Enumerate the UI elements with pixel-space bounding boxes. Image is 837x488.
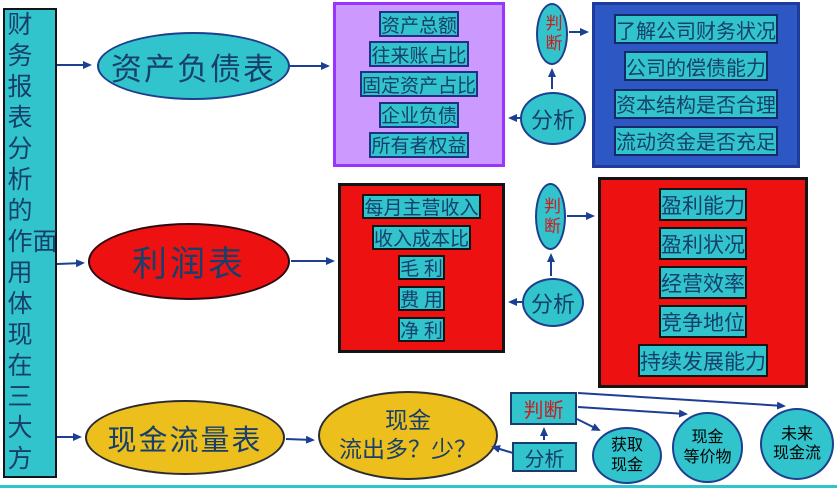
cashflow-question-line1: 现金 xyxy=(385,407,431,433)
balance-items-group: 资产总额 往来账占比 固定资产占比 企业负债 所有者权益 xyxy=(333,2,505,167)
main-topic-label: 财务报表分析的作用体现在三大方面 xyxy=(4,10,56,476)
balance-outcome: 资本结构是否合理 xyxy=(614,88,778,119)
income-outcomes-group: 盈利能力 盈利状况 经营效率 竞争地位 持续发展能力 xyxy=(598,177,808,388)
income-item: 费 用 xyxy=(398,286,445,312)
cashflow-outcome-line1: 未来 xyxy=(780,425,813,443)
balance-outcome: 公司的偿债能力 xyxy=(624,51,768,82)
balance-outcomes-group: 了解公司财务状况 公司的偿债能力 资本结构是否合理 流动资金是否充足 xyxy=(592,2,800,168)
balance-analyze-label: 分析 xyxy=(530,107,575,133)
income-outcome: 持续发展能力 xyxy=(638,344,768,377)
balance-analyze-ellipse: 分析 xyxy=(520,92,586,145)
balance-item: 固定资产占比 xyxy=(359,71,478,98)
main-topic-panel: 财务报表分析的作用体现在三大方面 xyxy=(3,8,57,478)
cashflow-outcome-line2: 现金 xyxy=(610,456,643,474)
cashflow-outcome-line2: 现金流 xyxy=(772,445,821,462)
cashflow-statement-ellipse: 现金流量表 xyxy=(85,400,285,475)
income-outcome: 盈利能力 xyxy=(659,188,747,221)
income-items-group: 每月主营收入 收入成本比 毛 利 费 用 净 利 xyxy=(338,183,505,353)
income-statement-ellipse: 利润表 xyxy=(88,223,290,300)
cashflow-outcome-line1: 获取 xyxy=(610,437,643,455)
income-outcome: 竞争地位 xyxy=(659,305,747,338)
balance-judge-label: 判断 xyxy=(542,14,562,54)
income-analyze-ellipse: 分析 xyxy=(522,278,584,327)
cashflow-statement-label: 现金流量表 xyxy=(107,424,263,457)
cashflow-question-line2: 流出多？少？ xyxy=(339,436,477,462)
income-analyze-label: 分析 xyxy=(530,291,575,317)
income-outcome: 经营效率 xyxy=(659,266,747,299)
balance-item: 往来账占比 xyxy=(369,41,469,68)
balance-outcome: 了解公司财务状况 xyxy=(614,14,778,45)
cashflow-outcome-circle: 现金 等价物 xyxy=(672,412,743,483)
bottom-edge-strip xyxy=(0,485,837,488)
cashflow-judge-label: 判断 xyxy=(523,400,564,422)
income-judge-label: 判断 xyxy=(541,196,560,237)
income-judge-ellipse: 判断 xyxy=(535,183,566,250)
balance-item: 所有者权益 xyxy=(369,131,469,158)
cashflow-analyze-box: 分析 xyxy=(512,442,577,472)
cashflow-outcome-circle: 未来 现金流 xyxy=(760,408,834,480)
income-statement-label: 利润表 xyxy=(131,245,246,284)
balance-item: 企业负债 xyxy=(378,101,459,128)
income-item: 毛 利 xyxy=(398,255,445,281)
balance-sheet-ellipse: 资产负债表 xyxy=(97,32,290,100)
balance-item: 资产总额 xyxy=(378,11,459,38)
balance-judge-ellipse: 判断 xyxy=(536,3,568,65)
income-outcome: 盈利状况 xyxy=(659,227,747,260)
cashflow-question-ellipse: 现金 流出多？少？ xyxy=(318,391,498,480)
cashflow-judge-box: 判断 xyxy=(510,392,577,425)
cashflow-outcome-line1: 现金 xyxy=(691,429,724,447)
cashflow-analyze-label: 分析 xyxy=(524,448,565,471)
cashflow-outcome-line2: 等价物 xyxy=(683,448,732,466)
income-item: 净 利 xyxy=(398,317,445,343)
income-item: 每月主营收入 xyxy=(362,193,481,219)
cashflow-outcome-circle: 获取 现金 xyxy=(592,427,662,484)
balance-outcome: 流动资金是否充足 xyxy=(614,125,778,156)
income-item: 收入成本比 xyxy=(371,224,471,250)
balance-sheet-label: 资产负债表 xyxy=(111,51,276,87)
